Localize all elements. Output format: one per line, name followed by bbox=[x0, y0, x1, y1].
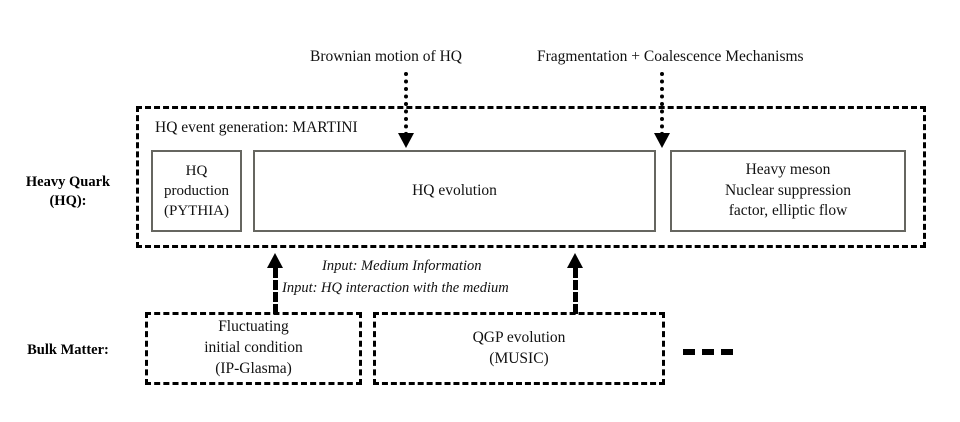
box-qgp-evolution-line1: QGP evolution bbox=[472, 328, 566, 346]
row-label-heavy-quark: Heavy Quark (HQ): bbox=[8, 173, 128, 211]
row-label-bulk-matter: Bulk Matter: bbox=[8, 341, 128, 360]
box-hq-production-line1: HQ bbox=[185, 162, 208, 179]
box-heavy-meson-line1: Heavy meson bbox=[745, 160, 831, 178]
arrowhead-brownian-to-hq-evolution bbox=[398, 133, 414, 148]
arrow-shaft-initial-condition-to-hq bbox=[273, 268, 278, 314]
box-hq-production-line3: (PYTHIA) bbox=[164, 203, 229, 220]
row-label-bulk-matter-line1: Bulk Matter: bbox=[27, 342, 109, 358]
arrow-shaft-fragmentation-to-heavy-meson bbox=[660, 72, 664, 136]
box-hq-evolution-text: HQ evolution bbox=[412, 181, 497, 202]
box-heavy-meson[interactable]: Heavy meson Nuclear suppression factor, … bbox=[670, 150, 906, 232]
box-hq-evolution[interactable]: HQ evolution bbox=[253, 150, 656, 232]
annotation-brownian-motion: Brownian motion of HQ bbox=[310, 48, 462, 65]
box-heavy-meson-line3: factor, elliptic flow bbox=[728, 202, 848, 220]
box-qgp-evolution[interactable]: QGP evolution (MUSIC) bbox=[373, 312, 665, 385]
arrow-shaft-brownian-to-hq-evolution bbox=[404, 72, 408, 136]
box-initial-condition-text: Fluctuating initial condition (IP-Glasma… bbox=[204, 317, 303, 379]
box-qgp-evolution-line2: (MUSIC) bbox=[489, 349, 549, 367]
arrowhead-initial-condition-to-hq bbox=[267, 253, 283, 268]
row-label-heavy-quark-line1: Heavy Quark bbox=[25, 174, 111, 190]
note-hq-interaction: Input: HQ interaction with the medium bbox=[282, 280, 509, 296]
box-initial-condition[interactable]: Fluctuating initial condition (IP-Glasma… bbox=[145, 312, 362, 385]
box-heavy-meson-text: Heavy meson Nuclear suppression factor, … bbox=[725, 160, 851, 222]
box-hq-production[interactable]: HQ production (PYTHIA) bbox=[151, 150, 242, 232]
annotation-fragmentation-coalescence: Fragmentation + Coalescence Mechanisms bbox=[537, 48, 804, 65]
box-hq-production-line2: production bbox=[164, 182, 229, 199]
box-initial-condition-line2: initial condition bbox=[204, 339, 303, 357]
row-label-heavy-quark-line2: (HQ): bbox=[49, 192, 87, 209]
heavy-quark-container bbox=[136, 106, 926, 248]
box-qgp-evolution-text: QGP evolution (MUSIC) bbox=[473, 328, 566, 370]
arrowhead-fragmentation-to-heavy-meson bbox=[654, 133, 670, 148]
heavy-quark-container-caption: HQ event generation: MARTINI bbox=[155, 119, 358, 136]
arrow-shaft-qgp-evolution-to-hq bbox=[573, 268, 578, 314]
arrowhead-qgp-evolution-to-hq bbox=[567, 253, 583, 268]
box-hq-production-text: HQ production (PYTHIA) bbox=[164, 161, 229, 222]
box-initial-condition-line1: Fluctuating bbox=[218, 318, 289, 336]
trailing-dashes-continuation bbox=[683, 349, 733, 355]
box-hq-evolution-line1: HQ evolution bbox=[412, 181, 497, 199]
box-heavy-meson-line2: Nuclear suppression bbox=[724, 181, 852, 199]
box-initial-condition-line3: (IP-Glasma) bbox=[215, 359, 292, 377]
note-medium-information: Input: Medium Information bbox=[322, 258, 482, 274]
